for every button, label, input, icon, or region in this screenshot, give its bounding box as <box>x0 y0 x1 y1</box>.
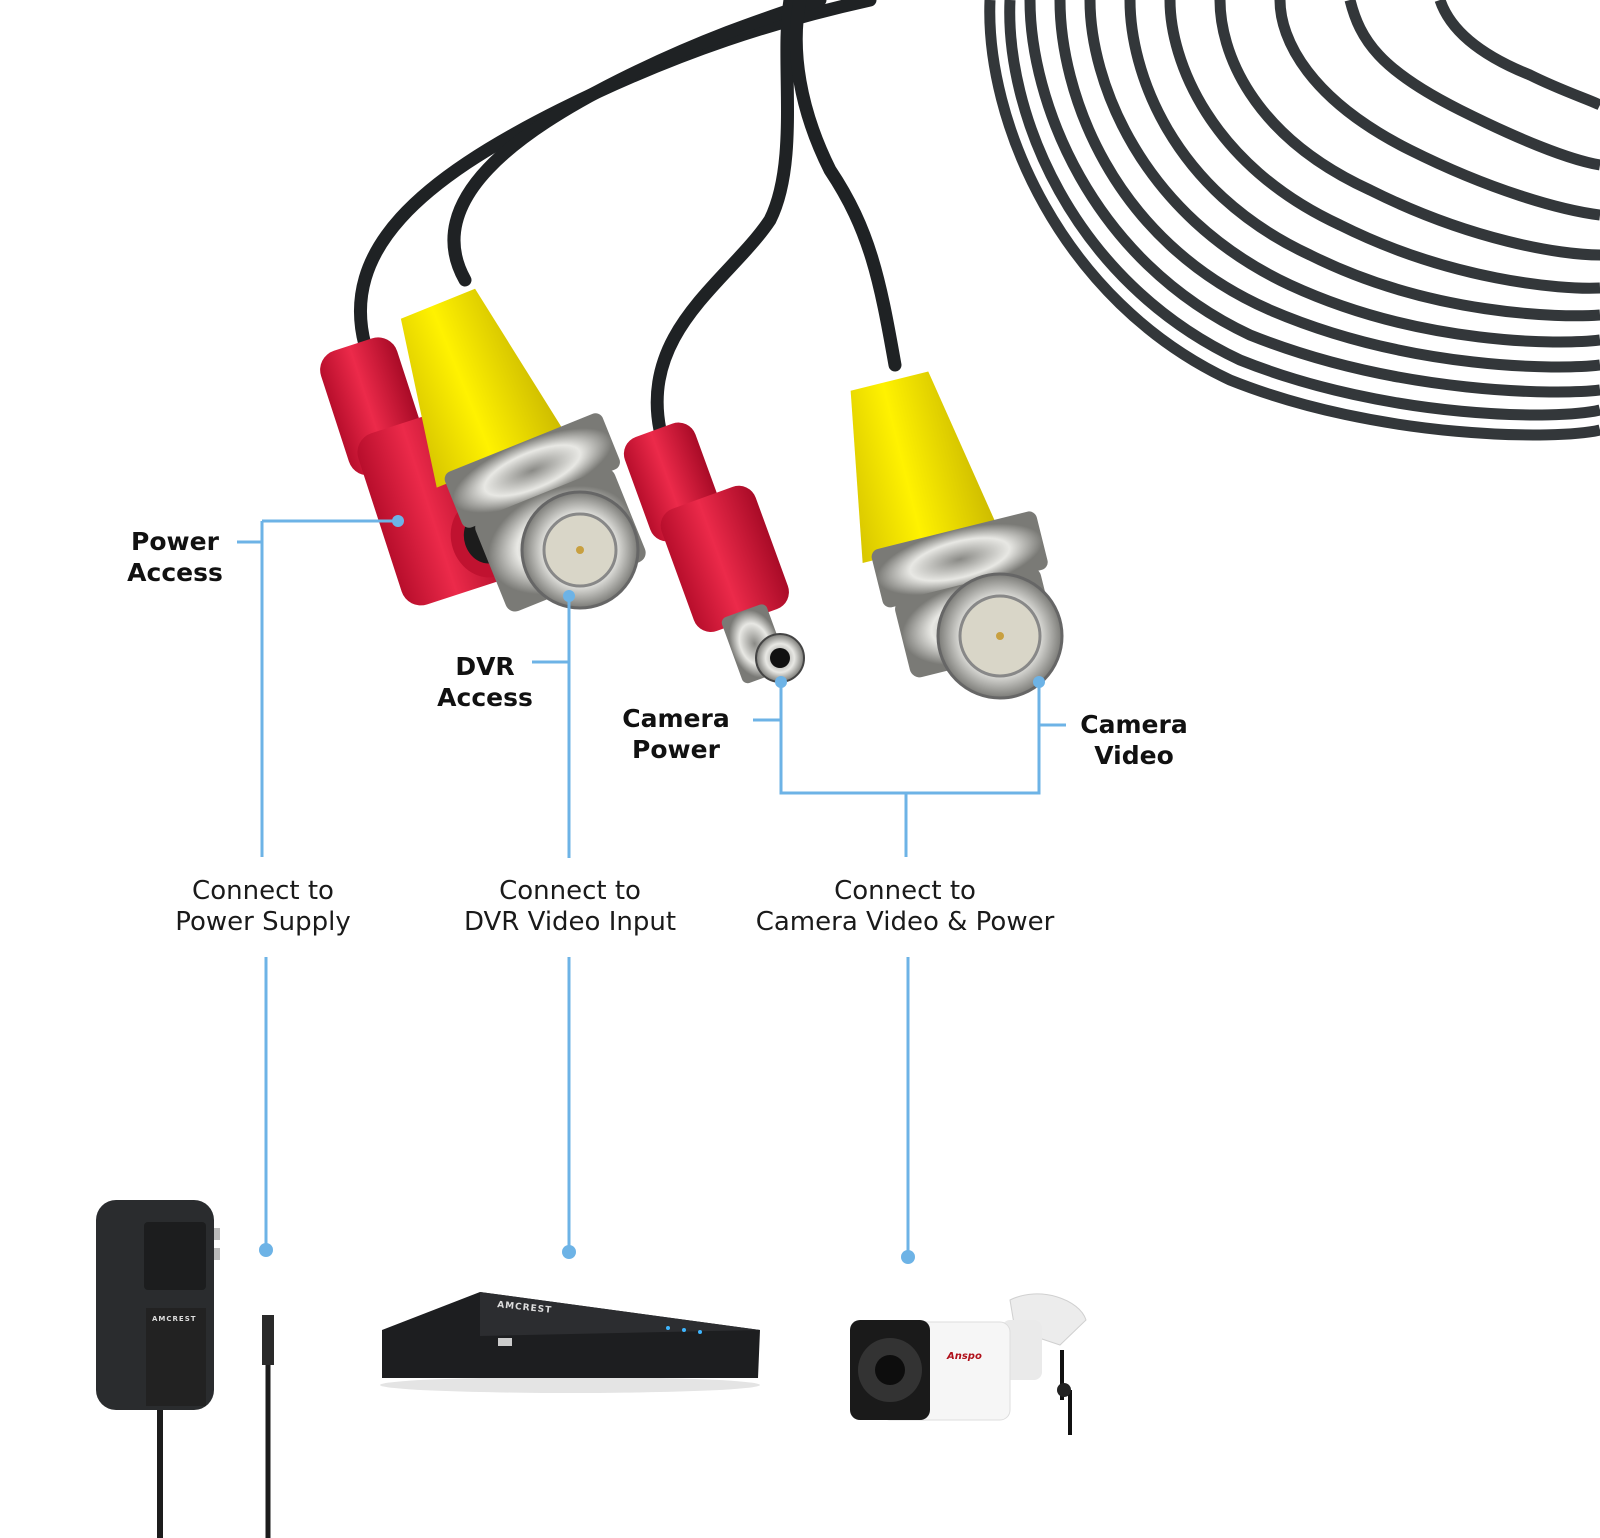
cables <box>354 0 902 437</box>
caption-line: Connect to <box>834 876 976 906</box>
label-line: Access <box>127 558 223 587</box>
label-line: DVR <box>455 652 515 681</box>
cable-coil <box>984 0 1600 441</box>
dvr-image <box>380 1292 760 1393</box>
leader-dots <box>259 515 1045 1264</box>
camera-brand-logo: Anspo <box>947 1351 982 1362</box>
caption-line: Camera Video & Power <box>755 907 1055 937</box>
label-line: Video <box>1094 741 1174 770</box>
caption-line: Power Supply <box>175 907 351 937</box>
caption-line: Connect to <box>499 876 641 906</box>
label-line: Camera <box>1080 710 1188 739</box>
label-line: Power <box>632 735 720 764</box>
camera-power-connector <box>623 422 789 684</box>
label-line: Access <box>437 683 533 712</box>
label-line: Camera <box>622 704 730 733</box>
label-line: Power <box>131 527 219 556</box>
caption-line: Connect to <box>192 876 334 906</box>
power-adapter-image <box>96 1200 274 1538</box>
leader-lines <box>237 519 1066 1257</box>
caption-line: DVR Video Input <box>463 907 677 937</box>
adapter-brand-logo: AMCREST <box>152 1315 197 1323</box>
camera-image <box>850 1293 1087 1435</box>
